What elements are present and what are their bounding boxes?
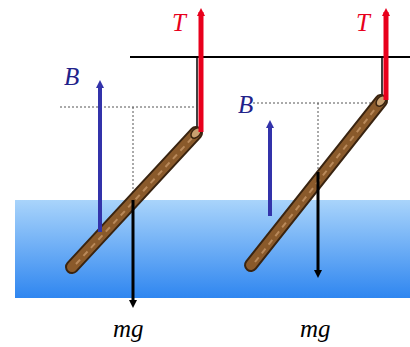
force-label: mg [300,316,331,341]
force-label: T [172,10,186,35]
log [72,126,203,267]
force-label: B [238,92,253,117]
water [15,200,410,298]
tension-arrow [199,12,204,132]
string [196,57,198,132]
force-label: mg [113,316,144,341]
support-bar [130,56,410,58]
string [381,57,383,100]
weight-arrow [132,200,135,304]
force-label: B [64,64,79,89]
buoyancy-arrow [98,84,102,232]
weight-arrow [317,172,320,274]
tension-arrow [384,12,389,100]
buoyancy-arrow [268,124,272,216]
force-label: T [356,10,370,35]
